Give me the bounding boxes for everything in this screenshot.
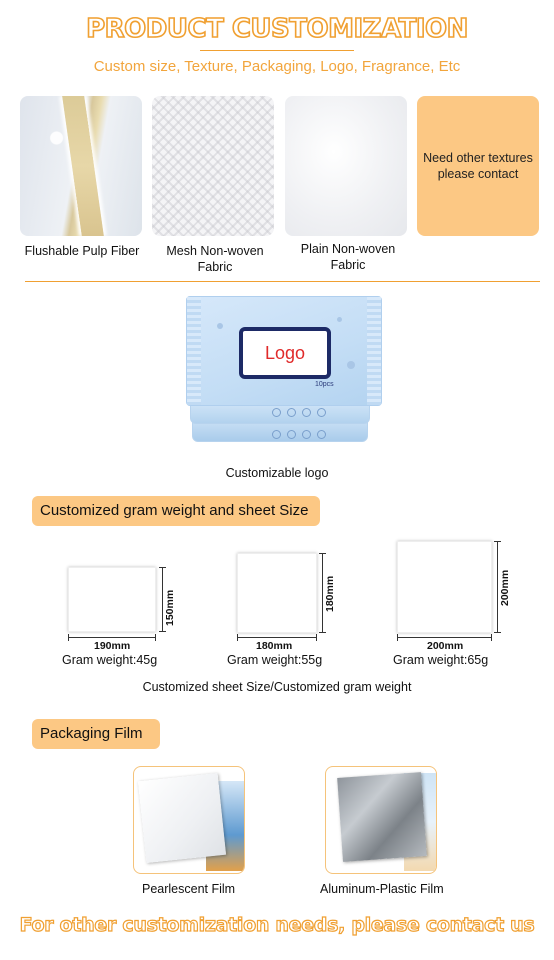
sheet-sample-3 [397,541,492,633]
package-icons-row [272,430,326,439]
sheet-sample-2 [237,553,317,633]
texture-plain-nonwoven-image [285,96,407,236]
sheet-height-label: 200mm [499,569,511,606]
sheet-height-label: 180mm [324,575,336,612]
film-label-aluminum: Aluminum-Plastic Film [320,882,444,896]
title-underline [200,50,354,51]
package-seal-left [187,297,201,405]
sheet-height-label: 150mm [164,589,176,626]
dimension-line-width [68,634,156,641]
texture-contact-box: Need other textures please contact [417,96,539,236]
dimension-line-width [237,634,317,641]
package-seal-right [367,297,381,405]
tag-gram-weight: Customized gram weight and sheet Size [32,496,320,526]
film-label-pearlescent: Pearlescent Film [142,882,236,896]
sheet-width-label: 190mm [94,640,131,652]
logo-placeholder: Logo [239,327,331,379]
dimension-line-width [397,634,492,641]
dimension-line-height [494,541,501,633]
aluminum-film-sheet [337,772,427,862]
pearlescent-film-sheet [137,773,227,863]
pearlescent-film-image [133,766,245,874]
caption-sheet-size: Customized sheet Size/Customized gram we… [142,680,412,694]
decor-dot [347,361,355,369]
caption-customizable-logo: Customizable logo [225,466,329,480]
texture-mesh-nonwoven-image [152,96,274,236]
texture-label-flushable: Flushable Pulp Fiber [24,244,140,258]
sheet-width-label: 200mm [427,640,464,652]
gram-weight-label: Gram weight:65g [393,653,489,667]
texture-flushable-pulp-image [20,96,142,236]
sheet-sample-1 [68,567,156,632]
footer-contact-text: For other customization needs, please co… [19,913,535,936]
gram-weight-label: Gram weight:45g [62,653,158,667]
page-title: PRODUCT CUSTOMIZATION [85,13,469,45]
decor-dot [337,317,342,322]
tag-packaging-film: Packaging Film [32,719,160,749]
sheet-width-label: 180mm [256,640,293,652]
dimension-line-height [319,553,326,633]
texture-label-plain: Plain Non-woven Fabric [300,242,396,272]
section-divider [25,281,540,282]
decor-dot [217,323,223,329]
dimension-line-height [159,567,166,632]
gram-weight-label: Gram weight:55g [227,653,323,667]
aluminum-film-image [325,766,437,874]
package-count: 10pcs [315,381,334,388]
package-top: Logo 10pcs [186,296,382,406]
texture-label-mesh: Mesh Non-woven Fabric [166,244,264,274]
page-subtitle: Custom size, Texture, Packaging, Logo, F… [93,58,461,75]
wipes-package-image: Logo 10pcs [186,296,382,446]
package-icons-row [272,408,326,417]
